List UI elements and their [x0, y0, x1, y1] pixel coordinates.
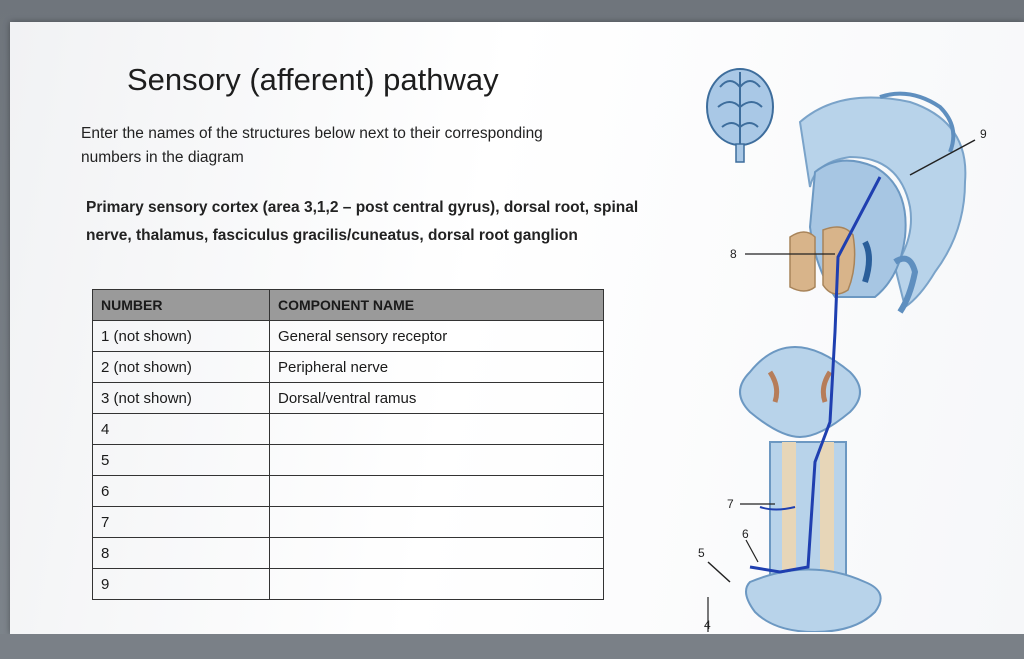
photo-bottom-edge: [0, 634, 1024, 659]
cerebrum-section: [789, 91, 967, 314]
table-row: 3 (not shown) Dorsal/ventral ramus: [92, 382, 604, 414]
spinal-cord-segment: [745, 441, 882, 634]
diagram-label-4: 4: [704, 618, 711, 632]
instructions-text: Enter the names of the structures below …: [81, 125, 543, 166]
table-row: 7: [92, 506, 604, 538]
table-row: 6: [92, 475, 604, 507]
brain-icon: [706, 68, 774, 163]
cell-component[interactable]: Dorsal/ventral ramus: [269, 382, 604, 414]
cell-component[interactable]: General sensory receptor: [269, 320, 604, 352]
cell-number: 4: [92, 413, 270, 445]
cell-number: 8: [92, 537, 270, 569]
diagram-label-5: 5: [698, 546, 705, 560]
sensory-pathway-line: [749, 176, 882, 574]
cell-number: 7: [92, 506, 270, 538]
diagram-label-8: 8: [730, 247, 737, 261]
table-row: 2 (not shown) Peripheral nerve: [92, 351, 604, 383]
diagram-label-6: 6: [742, 527, 749, 541]
cell-component[interactable]: [269, 444, 604, 476]
cell-component[interactable]: [269, 413, 604, 445]
sensory-pathway-diagram: 9 8 7 6 5 4: [690, 52, 1024, 634]
cell-component[interactable]: [269, 475, 604, 507]
leader-line-6: [745, 539, 759, 563]
cell-component[interactable]: [269, 506, 604, 538]
leader-line-9: [909, 139, 976, 176]
diagram-label-9: 9: [980, 127, 987, 141]
diagram-label-7: 7: [727, 497, 734, 511]
cell-number: 5: [92, 444, 270, 476]
answer-table: NUMBER COMPONENT NAME 1 (not shown) Gene…: [92, 289, 604, 600]
cell-number: 3 (not shown): [92, 382, 270, 414]
cell-number: 6: [92, 475, 270, 507]
table-row: 1 (not shown) General sensory receptor: [92, 320, 604, 352]
structure-list: Primary sensory cortex (area 3,1,2 – pos…: [86, 199, 639, 244]
diagram-illustration: [706, 68, 976, 634]
cell-component[interactable]: [269, 568, 604, 600]
brainstem-section: [739, 346, 861, 439]
table-row: 8: [92, 537, 604, 569]
cell-component[interactable]: [269, 537, 604, 569]
header-number: NUMBER: [92, 289, 270, 321]
leader-line-5: [707, 561, 731, 583]
table-row: 9: [92, 568, 604, 600]
header-component: COMPONENT NAME: [269, 289, 604, 321]
table-row: 5: [92, 444, 604, 476]
table-header-row: NUMBER COMPONENT NAME: [92, 289, 604, 321]
cell-component[interactable]: Peripheral nerve: [269, 351, 604, 383]
cell-number: 2 (not shown): [92, 351, 270, 383]
cell-number: 1 (not shown): [92, 320, 270, 352]
slide: Sensory (afferent) pathway Enter the nam…: [10, 22, 1024, 634]
slide-title: Sensory (afferent) pathway: [127, 62, 499, 97]
cell-number: 9: [92, 568, 270, 600]
table-row: 4: [92, 413, 604, 445]
